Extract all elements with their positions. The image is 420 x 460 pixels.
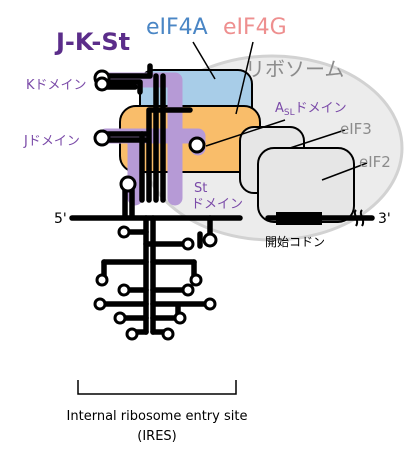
branch-loop-f (181, 283, 195, 297)
asl-leader (205, 119, 286, 147)
branch-loop-j (173, 311, 187, 325)
j-domain-label: Jドメイン (23, 134, 80, 149)
st-domain-loop (202, 232, 218, 248)
start-codon-label: 開始コドン (265, 235, 325, 249)
eif2-leader (321, 162, 368, 181)
branch-loop-h (203, 297, 217, 311)
branch-loop-c (95, 273, 109, 287)
eif3-leader (289, 129, 346, 149)
branch-loop-i (113, 311, 127, 325)
eif3-label: eIF3 (340, 120, 372, 138)
ribosome-label: リボソーム (245, 57, 344, 81)
title-label: J-K-St (54, 28, 130, 56)
ires-loops (93, 69, 218, 341)
branch-loop-e (117, 283, 131, 297)
branch-loop-k (125, 327, 139, 341)
branch-loop-a (117, 225, 131, 239)
eif2-label: eIF2 (359, 153, 391, 171)
branch-loop-l (161, 327, 175, 341)
eif4g-label: eIF4G (223, 15, 287, 40)
eif4a-leader (192, 41, 216, 80)
j-domain-loop (93, 129, 111, 147)
k-domain-label: Kドメイン (26, 78, 87, 93)
eif4g-leader (235, 41, 254, 115)
eif4a-label: eIF4A (146, 15, 208, 40)
k-domain-loop-bottom (94, 76, 110, 92)
ires-label-line2: (IRES) (137, 429, 176, 444)
ires-bracket (77, 380, 237, 395)
asl-loop (188, 136, 206, 154)
start-codon-box (276, 212, 322, 225)
st-domain-label-line2: ドメイン (191, 197, 243, 212)
three-prime-label: 3' (378, 211, 391, 227)
asl-domain-label: ASLドメイン (275, 101, 347, 118)
five-prime-label: 5' (54, 211, 67, 227)
eif2-shape (257, 147, 355, 223)
branch-loop-b (181, 237, 195, 251)
st-domain-label-line1: St (194, 181, 207, 196)
branch-loop-d (189, 273, 203, 287)
small-loop-left (119, 175, 137, 193)
branch-loop-g (93, 297, 107, 311)
break-mark (353, 209, 365, 227)
ires-label-line1: Internal ribosome entry site (67, 409, 248, 424)
leader-lines (192, 41, 368, 181)
